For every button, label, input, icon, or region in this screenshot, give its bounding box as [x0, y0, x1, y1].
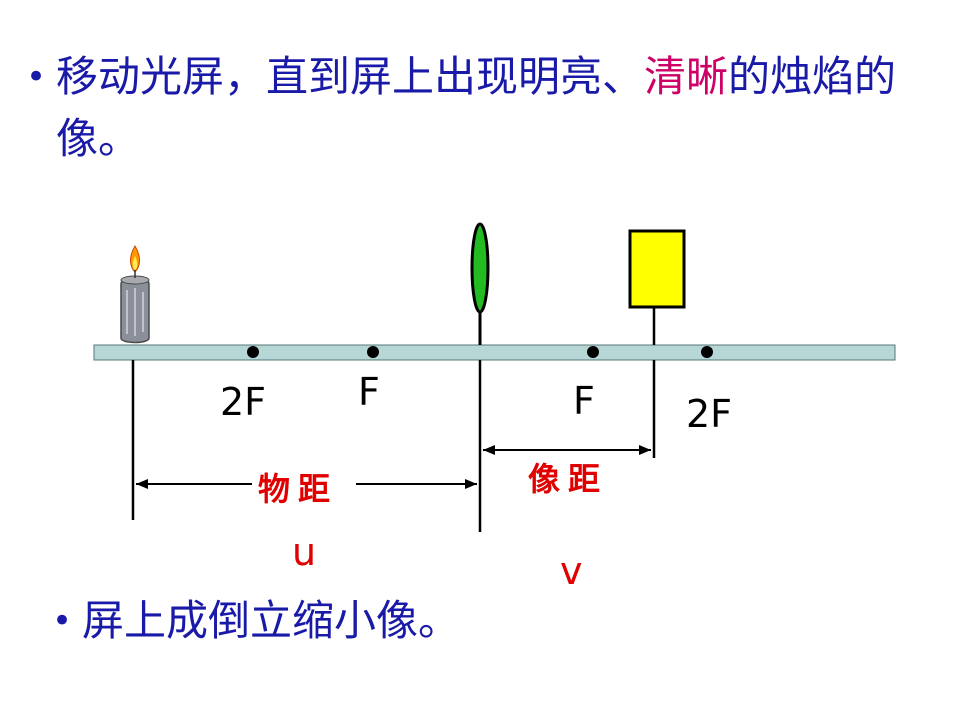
arrow-head-left — [136, 479, 148, 489]
label-right-f: F — [573, 379, 595, 423]
point-left-f — [367, 346, 379, 358]
object-distance-label-bg — [252, 468, 356, 508]
bullet-point-observation: • 移动光屏，直到屏上出现明亮、清晰的烛焰的像。 — [26, 46, 936, 170]
label-left-2f: 2F — [220, 380, 266, 424]
label-object-distance-symbol: u — [292, 530, 316, 574]
candle-shading — [126, 288, 144, 336]
screen-panel — [628, 229, 686, 309]
bullet-marker: • — [52, 601, 73, 641]
bullet-text: 屏上成倒立缩小像。 — [82, 596, 461, 645]
point-right-f — [587, 346, 599, 358]
arrow-head-left — [483, 445, 495, 455]
lens-body — [470, 222, 490, 314]
image-distance-arrow — [483, 445, 651, 455]
bullet-text-main: 移动光屏，直到屏上出现明亮、 — [56, 52, 645, 101]
bullet-point-conclusion: • 屏上成倒立缩小像。 — [52, 590, 912, 652]
bullet-marker: • — [26, 57, 47, 97]
label-image-distance-symbol: v — [560, 549, 583, 593]
candle — [120, 245, 150, 344]
convex-lens — [470, 222, 490, 345]
bullet-text: 移动光屏，直到屏上出现明亮、清晰的烛焰的像。 — [56, 46, 936, 170]
candle-flame-core — [132, 256, 138, 270]
optical-bench — [93, 344, 896, 361]
bullet-text-highlight: 清晰 — [644, 52, 729, 101]
label-left-f: F — [358, 370, 380, 414]
label-image-distance: 像距 — [528, 460, 608, 498]
bullet-text-tail: 的烛焰的像。 — [56, 52, 897, 163]
light-screen — [628, 229, 686, 345]
label-right-2f: 2F — [686, 392, 732, 436]
arrow-head-right — [639, 445, 651, 455]
label-object-distance: 物距 — [258, 470, 338, 508]
point-right-2f — [701, 346, 713, 358]
point-left-2f — [247, 346, 259, 358]
arrow-head-right — [465, 479, 477, 489]
